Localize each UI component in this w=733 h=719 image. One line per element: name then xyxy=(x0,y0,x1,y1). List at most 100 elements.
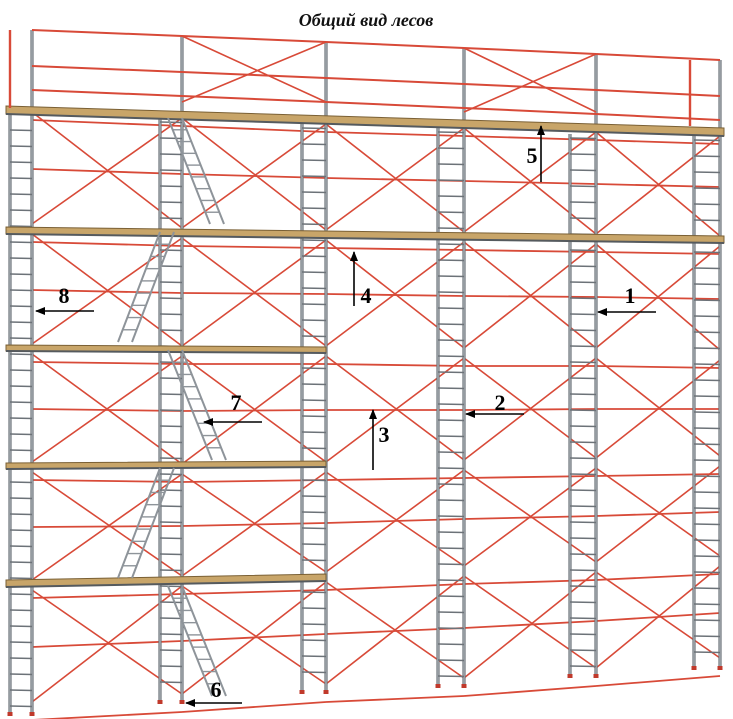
frame-rung xyxy=(159,137,183,140)
frame-rung xyxy=(9,225,33,228)
frame-rung xyxy=(569,441,597,444)
frame-rung xyxy=(693,459,721,462)
frame-rung xyxy=(437,243,465,246)
callout-label-2: 2 xyxy=(495,390,506,415)
cross-brace xyxy=(325,471,465,567)
frame-rung xyxy=(301,639,327,642)
horizontal-rail xyxy=(31,119,183,127)
frame-rung xyxy=(9,657,33,660)
horizontal-rail xyxy=(181,245,327,249)
frame-rung xyxy=(569,649,597,652)
callout-label-1: 1 xyxy=(625,283,636,308)
frame-rung xyxy=(569,585,597,588)
cross-brace xyxy=(325,575,465,685)
frame-rung xyxy=(569,617,597,620)
frame-rung xyxy=(569,185,597,188)
ladder-3-rail xyxy=(181,349,227,461)
frame-rung xyxy=(159,649,183,652)
horizontal-rail xyxy=(33,711,183,719)
frame-rung xyxy=(569,201,597,204)
frame-rung xyxy=(159,169,183,172)
frame-rung xyxy=(569,329,597,332)
frame-rung xyxy=(569,297,597,300)
frame-rung xyxy=(693,603,721,606)
guardrail-mid xyxy=(595,89,721,97)
cross-brace xyxy=(325,355,465,461)
frame-rung xyxy=(437,227,465,230)
cross-brace xyxy=(31,233,183,347)
horizontal-rail xyxy=(325,293,465,297)
top-guardrail xyxy=(8,29,721,126)
frame-rung xyxy=(159,425,183,428)
guardrail-mid xyxy=(181,71,327,79)
horizontal-rail xyxy=(31,525,183,528)
frame-rung xyxy=(693,219,721,222)
frame-rung xyxy=(159,441,183,444)
guardrail-brace xyxy=(463,47,597,113)
cross-brace xyxy=(463,575,597,669)
frame-rung xyxy=(437,211,465,214)
post-foot xyxy=(691,666,697,670)
ladder-top-rail xyxy=(167,117,211,225)
frame-rung xyxy=(159,537,183,540)
frame-rung xyxy=(9,369,33,372)
guardrail-brace xyxy=(181,41,327,103)
frame-rung xyxy=(693,507,721,510)
callout-label-5: 5 xyxy=(527,143,538,168)
frame-rung xyxy=(159,457,183,460)
horizontal-rail xyxy=(31,361,183,365)
guardrail-top xyxy=(181,35,327,43)
ladder-5-rail xyxy=(181,585,227,697)
frame-rung xyxy=(569,393,597,396)
frame-rung xyxy=(693,363,721,366)
horizontal-rail xyxy=(595,183,721,188)
horizontal-rail xyxy=(463,515,597,520)
callout-label-3: 3 xyxy=(379,422,390,447)
frame-rung xyxy=(9,705,33,708)
horizontal-rail xyxy=(31,408,183,412)
diagram-title: Общий вид лесов xyxy=(299,10,434,30)
frame-rung xyxy=(437,675,465,678)
frame-rung xyxy=(159,153,183,156)
frame-rung xyxy=(9,593,33,596)
ladder-top-rail xyxy=(181,117,225,225)
frame-rung xyxy=(9,161,33,164)
frame-rungs xyxy=(9,113,721,708)
frame-rung xyxy=(9,641,33,644)
frame-rung xyxy=(437,323,465,326)
frame-rung xyxy=(693,539,721,542)
frame-rung xyxy=(569,505,597,508)
cross-brace xyxy=(31,589,183,695)
horizontal-rail xyxy=(325,627,465,635)
frame-rung xyxy=(9,145,33,148)
horizontal-rail xyxy=(595,473,721,477)
post-foot xyxy=(157,700,163,704)
guardrail-brace xyxy=(463,53,597,113)
frame-rung xyxy=(437,403,465,406)
post-foot xyxy=(717,666,723,670)
frame-rung xyxy=(569,457,597,460)
horizontal-rail xyxy=(325,695,465,703)
frame-rung xyxy=(693,475,721,478)
frame-rung xyxy=(301,303,327,306)
horizontal-rail xyxy=(463,180,597,185)
frame-rung xyxy=(9,241,33,244)
frame-rung xyxy=(437,163,465,166)
frame-rung xyxy=(693,379,721,382)
frame-rung xyxy=(159,633,183,636)
frame-rung xyxy=(159,201,183,204)
horizontal-rail xyxy=(463,249,597,253)
frame-rung xyxy=(301,511,327,514)
frame-rung xyxy=(693,411,721,414)
frame-rung xyxy=(437,435,465,438)
frame-rung xyxy=(9,577,33,580)
frame-rung xyxy=(437,339,465,342)
frame-rung xyxy=(159,601,183,604)
frame-rung xyxy=(569,313,597,316)
frame-rung xyxy=(693,635,721,638)
frame-rung xyxy=(301,623,327,626)
guardrail-low xyxy=(181,95,327,103)
horizontal-rail xyxy=(181,701,327,713)
cross-brace xyxy=(31,471,183,577)
frame-rung xyxy=(693,491,721,494)
